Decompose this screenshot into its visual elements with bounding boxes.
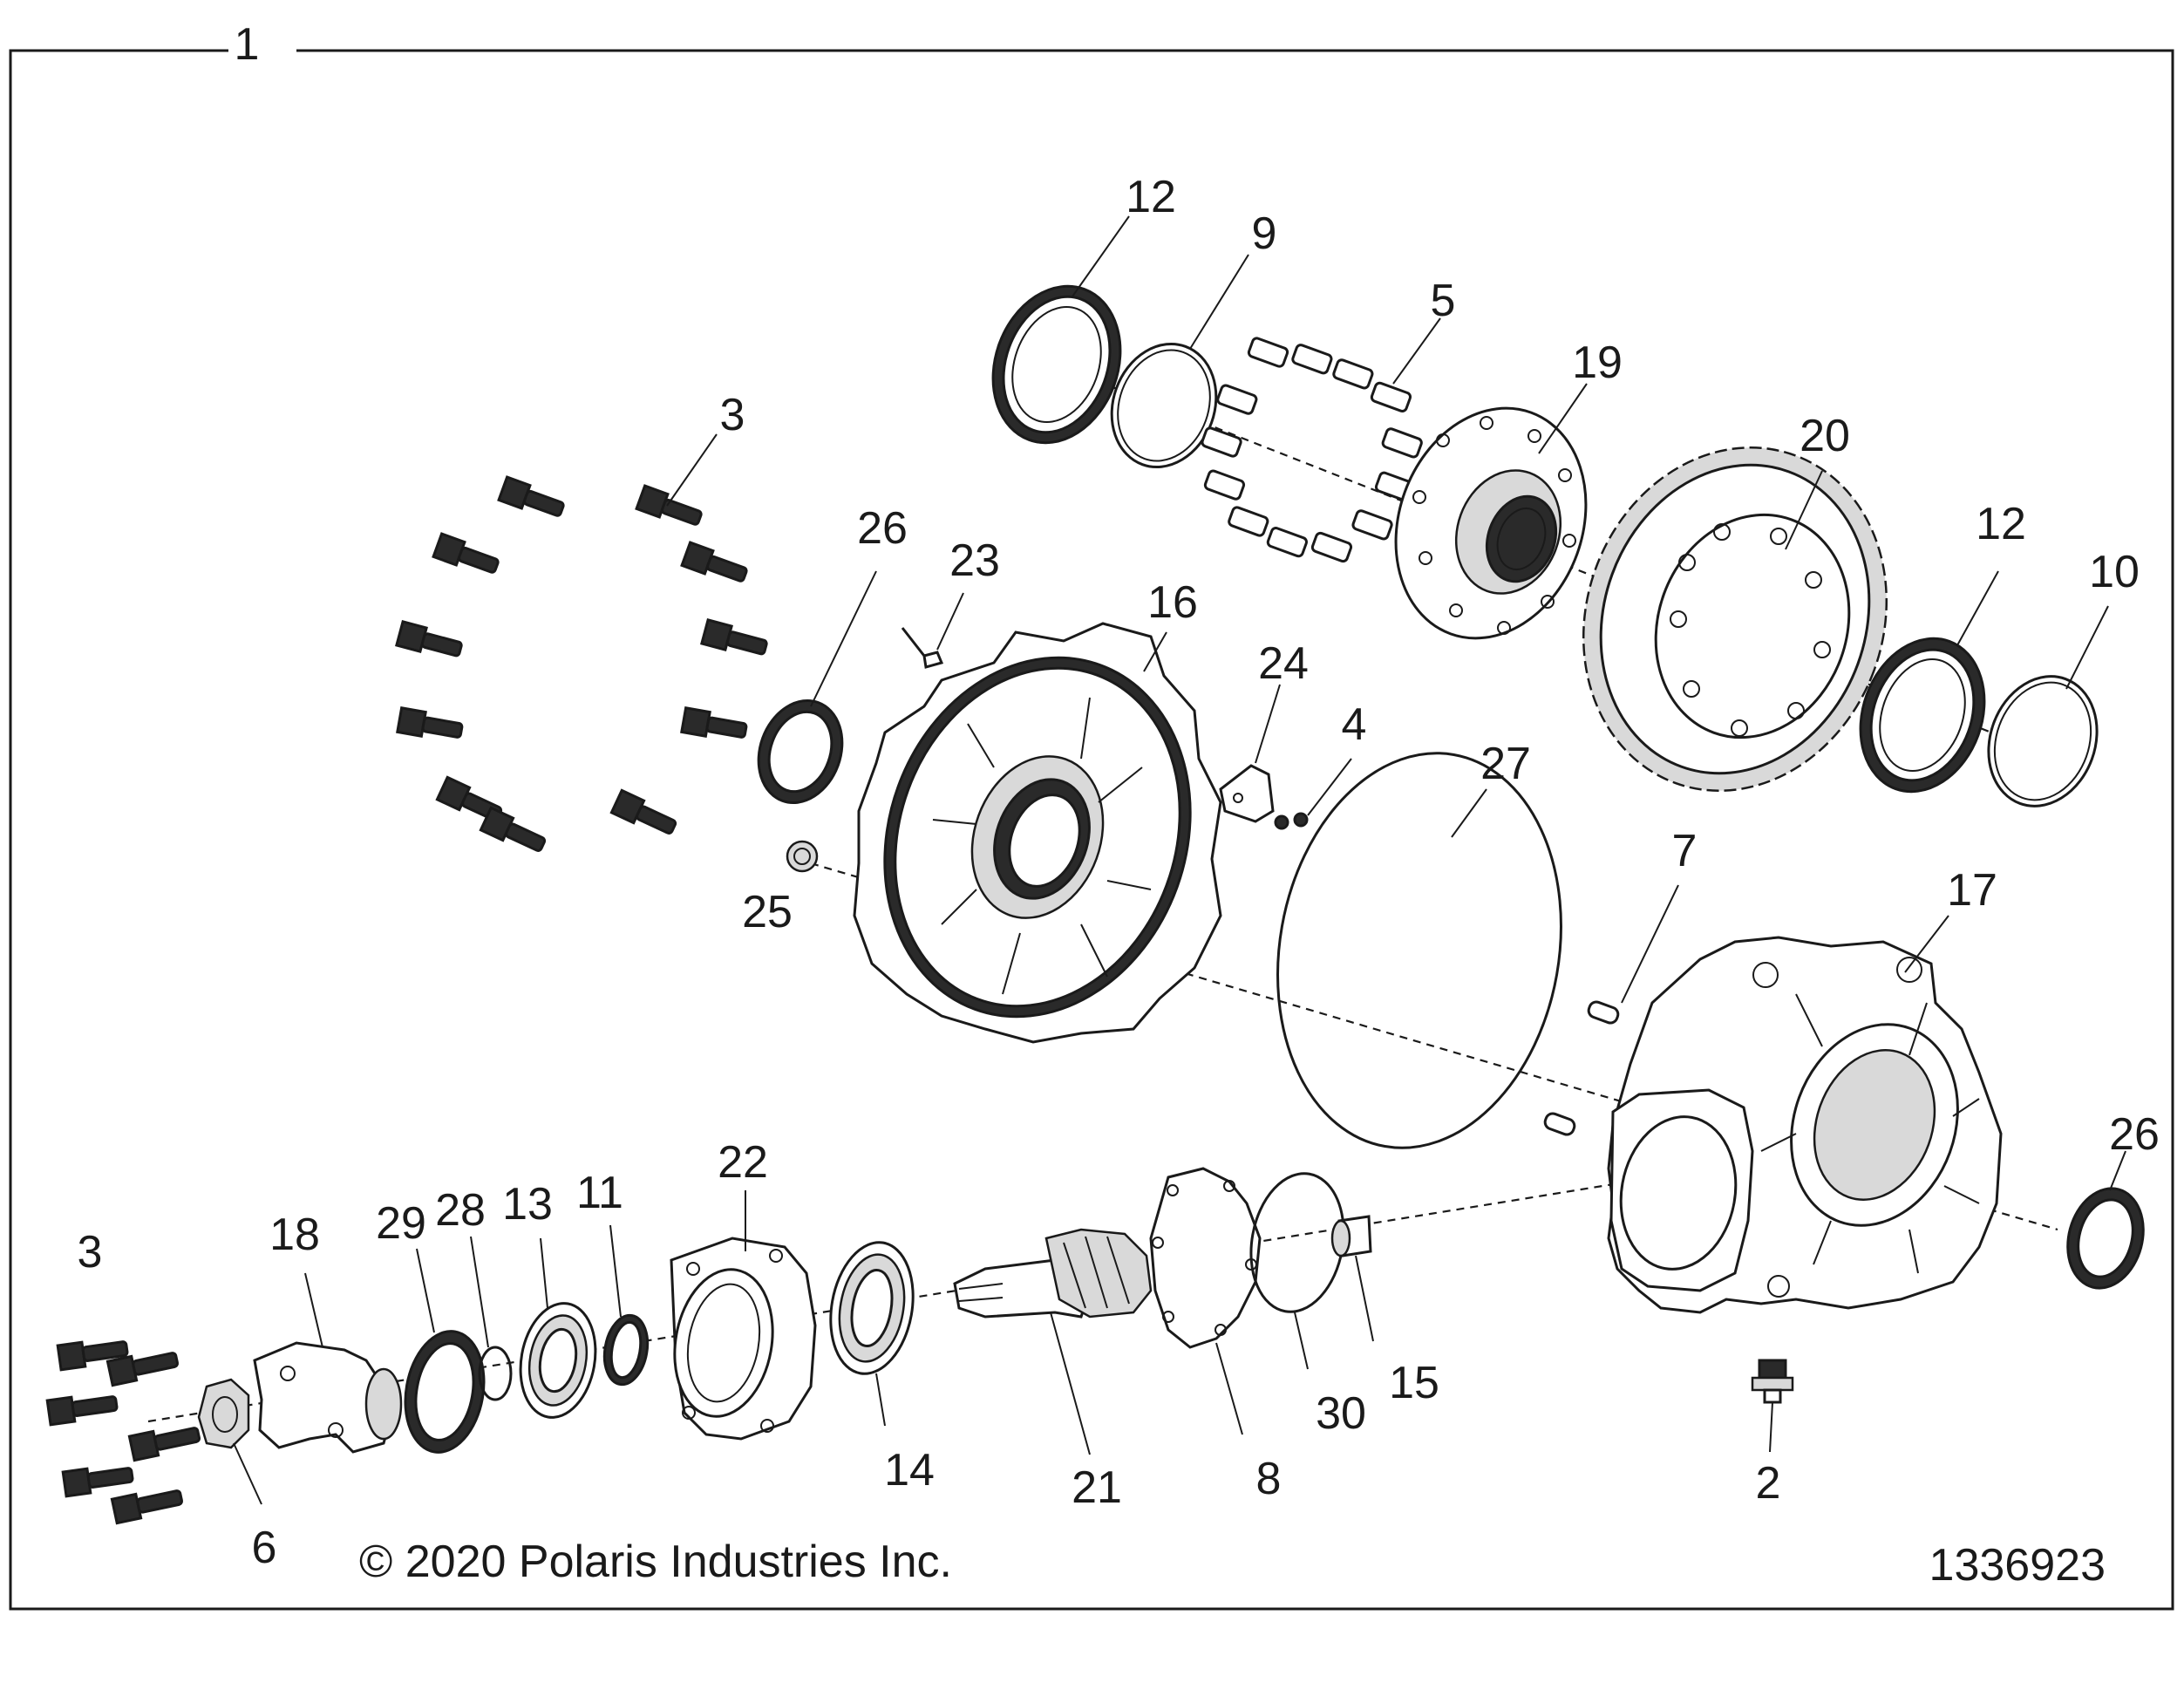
bearing-13 [519,1302,597,1419]
bearing-14 [829,1241,915,1375]
callout-18: 18 [269,1210,320,1260]
callout-21: 21 [1072,1462,1122,1513]
callout-7: 7 [1672,826,1698,876]
callout-labels: 12 9 5 19 20 12 10 3 26 23 16 24 4 27 25… [78,172,2160,1573]
callout-10: 10 [2089,547,2140,597]
callout-26-lower: 26 [2109,1109,2160,1160]
shim-ring-10 [1987,675,2099,808]
figure-number: 1 [235,19,260,70]
callout-14: 14 [884,1445,935,1496]
callout-23: 23 [949,535,1000,586]
callout-6: 6 [252,1523,277,1573]
seal-29 [404,1330,486,1454]
dowel-pins-7 [1543,1000,1620,1136]
ring-gear-20 [1582,446,1888,792]
stud-ring-5 [1201,337,1423,563]
retainer-22 [670,1237,817,1441]
callout-8: 8 [1256,1454,1282,1504]
bolt-group-lower [45,1340,201,1525]
callout-20: 20 [1800,411,1850,461]
screws-4 [1274,812,1309,830]
callout-5: 5 [1431,276,1456,326]
callout-13: 13 [502,1179,553,1230]
callout-3-upper: 3 [720,390,745,440]
callout-12-lower: 12 [1976,499,2026,549]
drain-plug-2 [1751,1359,1794,1404]
callout-2: 2 [1756,1458,1781,1509]
o-ring-27 [1276,752,1562,1149]
callout-15: 15 [1389,1358,1439,1408]
yoke-18 [253,1341,403,1454]
callout-26-upper: 26 [857,503,908,554]
callout-16: 16 [1147,577,1198,628]
leader-lines [233,215,2126,1505]
bushing-15 [1330,1215,1372,1257]
callout-17: 17 [1947,865,1997,916]
callout-22: 22 [718,1137,768,1188]
callout-24: 24 [1258,638,1309,689]
bearing-12-upper [991,284,1122,445]
o-ring-28 [478,1346,513,1401]
hub-flange-19 [1394,406,1588,640]
bearing-12-lower [1859,637,1986,794]
callout-28: 28 [435,1185,486,1236]
vent-23 [901,627,944,669]
callout-3-lower: 3 [78,1227,103,1278]
callout-4: 4 [1342,699,1367,750]
callout-27: 27 [1480,739,1531,789]
callout-29: 29 [376,1198,426,1249]
bolt-ring-upper [395,475,768,852]
shim-ring-9 [1110,342,1218,469]
bracket-24 [1219,764,1275,823]
nut-6 [197,1378,250,1449]
callout-30: 30 [1316,1388,1366,1439]
figure-frame [9,49,2174,1611]
callout-19: 19 [1572,337,1623,388]
seal-26-upper [757,698,844,805]
callout-12-upper: 12 [1126,172,1176,222]
drawing-number: 1336923 [1929,1540,2106,1591]
callout-11: 11 [576,1168,623,1218]
main-housing-17 [1607,936,2003,1314]
snap-ring-11 [602,1313,650,1387]
callout-9: 9 [1252,208,1277,259]
seal-26-lower [2066,1187,2145,1290]
gasket-8 [1149,1167,1262,1349]
copyright-notice: © 2020 Polaris Industries Inc. [359,1537,952,1587]
callout-25: 25 [742,887,793,937]
cover-housing-16 [853,622,1222,1044]
pinion-gear-21 [953,1228,1153,1319]
plug-25 [786,840,819,873]
